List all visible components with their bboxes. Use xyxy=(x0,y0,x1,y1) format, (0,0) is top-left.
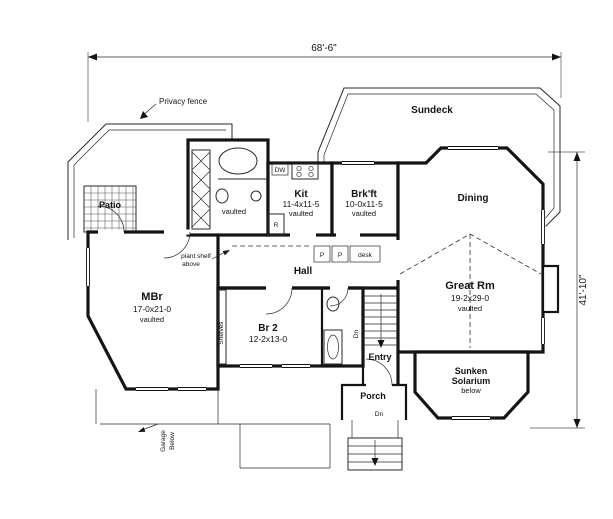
dimension-top: 68'-6" xyxy=(87,43,562,122)
pantry-right-label: P xyxy=(338,252,342,259)
plant-shelf-arrow xyxy=(222,250,230,256)
wall-bath xyxy=(186,138,270,237)
entry-dn-label: Dn xyxy=(353,329,360,338)
garage-label-2: Below xyxy=(169,432,176,450)
tub2-basin xyxy=(327,334,339,360)
garage-leader-arrow xyxy=(138,427,146,432)
desk-label: desk xyxy=(358,252,372,259)
bathtub-icon xyxy=(218,147,258,175)
fixtures xyxy=(191,147,398,365)
wardrobe-hatch xyxy=(191,151,211,228)
dining-label: Dining xyxy=(457,193,488,204)
br2-size: 12-2x13-0 xyxy=(249,334,288,344)
sink-icon xyxy=(250,190,262,202)
mbr-size: 17-0x21-0 xyxy=(133,304,172,314)
entry-label: Entry xyxy=(368,352,391,362)
stove-icon xyxy=(291,163,319,180)
stair-treads xyxy=(363,295,398,346)
tub2-icon xyxy=(323,329,343,365)
solarium-label-2: Solarium xyxy=(452,376,491,386)
fridge-label: R xyxy=(274,222,279,229)
burner-icon xyxy=(296,171,302,178)
great-room-label: Great Rm xyxy=(445,280,495,292)
kitchen-size: 11-4x11-5 xyxy=(282,199,319,209)
arrowhead-bottom xyxy=(573,419,581,428)
garage-leader-line xyxy=(141,423,159,431)
fence-inner-line xyxy=(73,129,226,238)
mbr-label: MBr xyxy=(141,291,163,303)
breakfast-label: Brk'ft xyxy=(351,189,377,200)
labels: vaulted Kit 11-4x11-5 vaulted Brk'ft 10-… xyxy=(133,167,495,452)
dishwasher-label: DW xyxy=(275,167,287,174)
porch-dn-label: Dn xyxy=(375,411,384,418)
plant-shelf-label-2: above xyxy=(182,261,200,268)
driveway-lines xyxy=(95,389,399,469)
wardrobe-icon xyxy=(191,149,211,230)
wall-br2 xyxy=(216,286,365,368)
breakfast-size: 10-0x11-5 xyxy=(345,199,383,209)
fence-outer-line xyxy=(67,123,233,240)
stair-direction-arrow xyxy=(377,340,385,348)
privacy-fence-label: Privacy fence xyxy=(159,97,208,106)
pantry-left-box xyxy=(313,245,331,263)
shelves-label: Shelves xyxy=(218,321,225,345)
hall-label: Hall xyxy=(294,266,313,277)
plant-shelf-leader xyxy=(211,251,226,260)
mbr-vaulted: vaulted xyxy=(140,315,164,324)
wall-openings xyxy=(85,145,546,421)
great-room-size: 19-2x29-0 xyxy=(451,293,490,303)
sundeck-outer xyxy=(317,87,561,227)
solarium-label-1: Sunken xyxy=(455,366,488,376)
plant-shelf-label-1: plant shelf xyxy=(181,253,211,260)
bath-vaulted-label: vaulted xyxy=(222,207,246,216)
fridge-icon xyxy=(267,213,285,236)
arrowhead-top xyxy=(573,152,581,161)
dimension-right-label: 41'-10" xyxy=(578,274,589,305)
burner-icon xyxy=(308,165,314,172)
privacy-fence: Privacy fence xyxy=(67,97,233,240)
br2-label: Br 2 xyxy=(258,323,278,334)
ceiling-lines xyxy=(211,233,542,348)
solarium-label-3: below xyxy=(461,386,481,395)
porch-label: Porch xyxy=(360,391,386,401)
window-glazing-lines xyxy=(86,146,545,420)
toilet2-icon xyxy=(326,296,340,312)
garage-driveway xyxy=(95,389,403,471)
toilet-icon xyxy=(215,188,229,204)
wall-great-room xyxy=(396,146,545,354)
pantry-right-box xyxy=(331,245,349,263)
dimension-top-label: 68'-6" xyxy=(311,43,337,54)
burner-icon xyxy=(308,171,314,178)
arrowhead-right xyxy=(552,53,561,61)
arrowhead-left xyxy=(88,53,97,61)
steps-direction-arrow xyxy=(371,458,379,466)
garage-label-1: Garage xyxy=(160,430,167,452)
shelves-strip xyxy=(217,289,227,365)
dishwasher-icon xyxy=(271,163,289,176)
wall-fireplace xyxy=(541,264,560,314)
house-walls xyxy=(86,138,560,420)
great-room-vaulted: vaulted xyxy=(458,304,482,313)
door-swing-arcs xyxy=(97,205,393,386)
kitchen-vaulted: vaulted xyxy=(289,209,313,218)
porch-steps xyxy=(347,437,403,471)
kitchen-label: Kit xyxy=(294,189,308,200)
extension-line xyxy=(87,52,562,122)
fence-leader-arrow xyxy=(140,111,148,119)
burner-icon xyxy=(296,165,302,172)
breakfast-vaulted: vaulted xyxy=(352,209,376,218)
sundeck-label: Sundeck xyxy=(411,105,453,116)
pantry-left-label: P xyxy=(320,252,324,259)
interior-walls xyxy=(217,178,324,366)
wall-solarium xyxy=(413,350,530,420)
desk-box xyxy=(349,245,381,263)
patio-grid xyxy=(84,186,136,232)
patio-label: Patio xyxy=(99,200,122,210)
openings xyxy=(85,145,546,421)
